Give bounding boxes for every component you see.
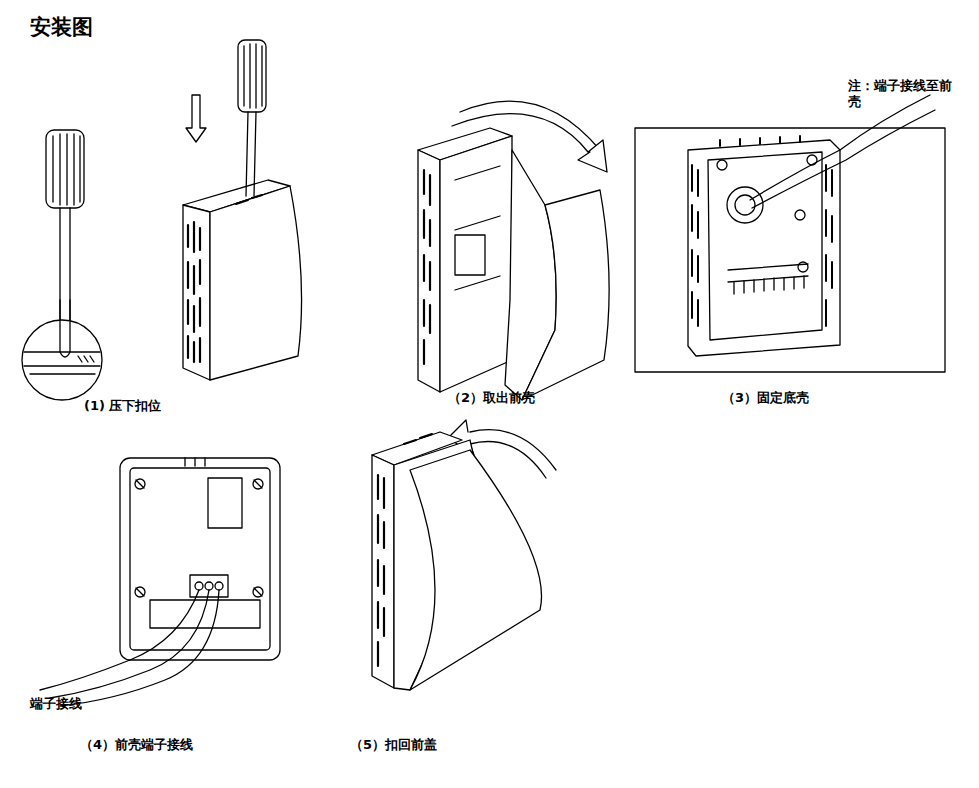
- device-closing: [372, 420, 556, 690]
- base-on-wall: [635, 95, 945, 372]
- wire-label: 端子接线: [30, 696, 82, 712]
- device-closed: [183, 40, 302, 380]
- step-caption: （4）前壳端子接线: [80, 737, 193, 753]
- step-caption: （3）固定底壳: [722, 390, 809, 406]
- step-caption: （5）扣回前盖: [350, 737, 437, 753]
- device-opening: [418, 101, 609, 400]
- page-title: 安装图: [30, 14, 93, 40]
- step-caption: （2）取出前壳: [448, 390, 535, 406]
- front-shell: [40, 458, 280, 706]
- zoom-detail: [22, 130, 102, 400]
- down-arrow: [186, 95, 206, 142]
- step-caption: (1) 压下扣位: [84, 398, 161, 414]
- note-text: 注：端子接线至前壳: [848, 78, 958, 111]
